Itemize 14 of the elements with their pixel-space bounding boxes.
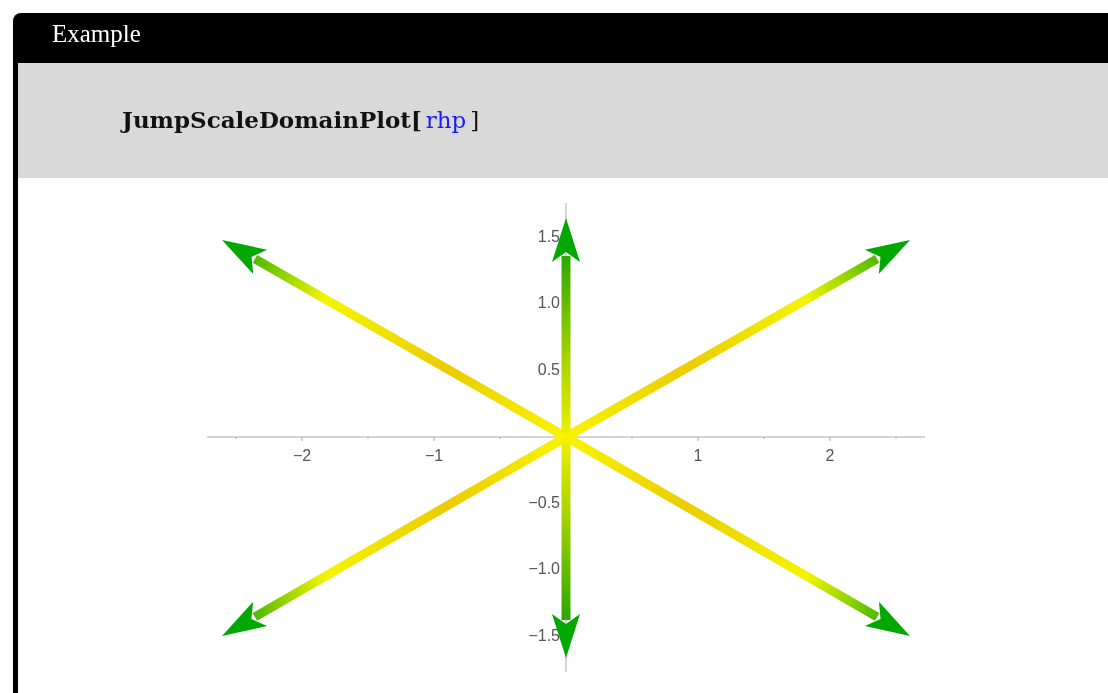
- argument: rhp: [425, 107, 467, 133]
- axis-tick-label: −1.0: [527, 560, 560, 578]
- function-name: JumpScaleDomainPlot[: [122, 106, 422, 133]
- axis-tick-label: 0.5: [536, 360, 560, 379]
- axis-tick-label: 2: [824, 447, 836, 465]
- axis-tick-label: 1: [692, 447, 704, 465]
- axis-tick-label: 1.0: [536, 294, 560, 312]
- axis-tick-label: −1: [423, 447, 445, 465]
- axis-tick-label: −2: [291, 447, 313, 465]
- axis-tick-label: 1.5: [536, 227, 560, 246]
- bracket: ]: [470, 107, 480, 133]
- axis-tick-label: −1.5: [527, 626, 560, 645]
- axis-tick-label: −0.5: [527, 493, 560, 512]
- section-heading: Example: [52, 20, 141, 48]
